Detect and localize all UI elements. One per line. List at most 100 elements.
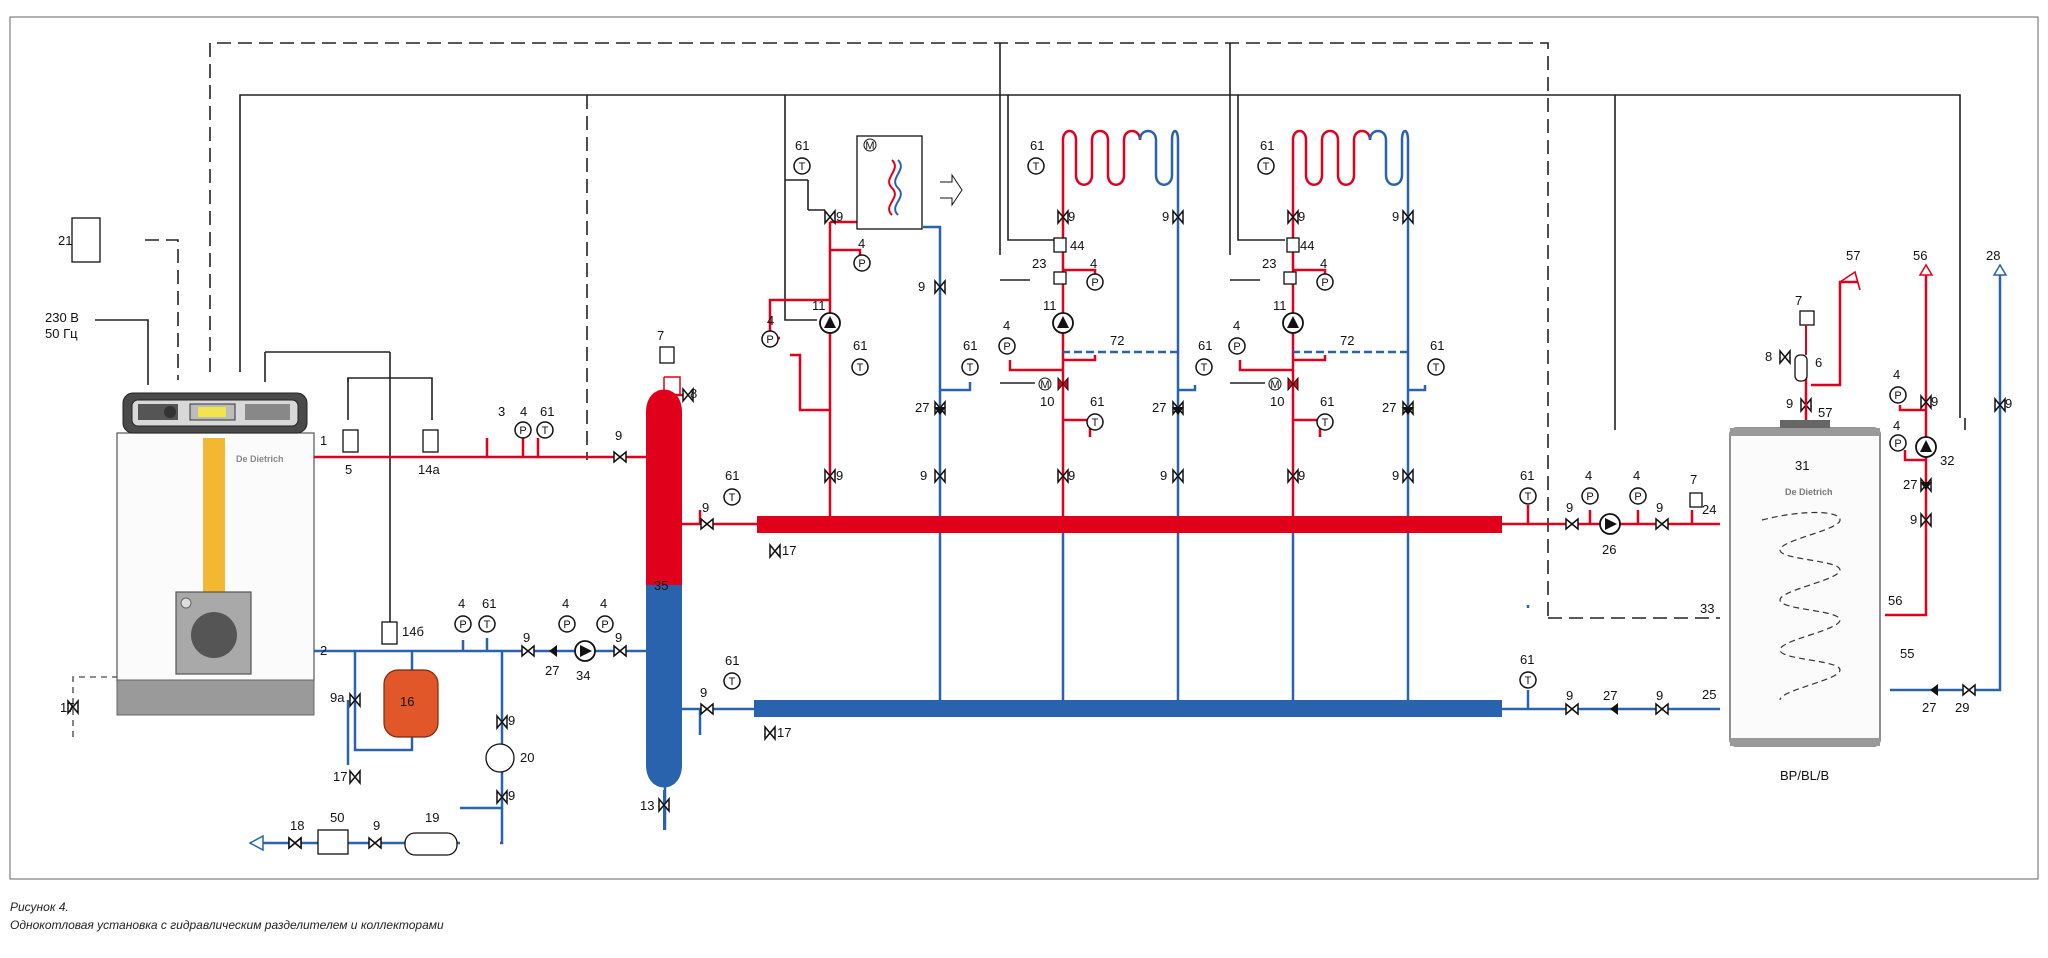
air-vent-tap [1839, 270, 1861, 291]
fill-arrow [248, 834, 264, 852]
svg-text:27: 27 [915, 400, 929, 415]
svg-text:P: P [858, 258, 865, 270]
svg-text:9: 9 [1566, 688, 1573, 703]
boiler-brand: De Dietrich [236, 454, 284, 464]
svg-text:9: 9 [918, 279, 925, 294]
svg-text:61: 61 [1198, 338, 1212, 353]
expansion-vessel [383, 669, 439, 738]
svg-text:20: 20 [520, 750, 534, 765]
number-labels: 21 230 В 50 Гц 1 2 5 14а 3 4 61 9 14б 16… [45, 138, 2012, 833]
svg-text:M: M [1040, 379, 1049, 391]
boiler: De Dietrich [116, 392, 315, 716]
svg-text:P: P [563, 619, 570, 631]
svg-text:8: 8 [1765, 349, 1772, 364]
svg-text:4: 4 [1893, 418, 1900, 433]
svg-text:9: 9 [1068, 468, 1075, 483]
check-valves [549, 407, 1938, 715]
svg-text:24: 24 [1702, 502, 1716, 517]
feed-arrow-28 [1992, 263, 2008, 276]
control-wiring [72, 42, 1966, 740]
svg-text:11: 11 [1273, 298, 1287, 313]
svg-text:17: 17 [60, 700, 74, 715]
svg-text:5: 5 [345, 462, 352, 477]
svg-text:9: 9 [508, 713, 515, 728]
svg-text:T: T [1433, 362, 1440, 374]
svg-text:4: 4 [1320, 256, 1327, 271]
svg-text:9: 9 [615, 630, 622, 645]
svg-text:14б: 14б [402, 624, 424, 639]
svg-text:9: 9 [1068, 209, 1075, 224]
svg-text:P: P [519, 425, 526, 437]
svg-text:P: P [1091, 277, 1098, 289]
svg-text:57: 57 [1818, 405, 1832, 420]
svg-text:4: 4 [1003, 318, 1010, 333]
diagram-border [9, 16, 2039, 880]
svg-text:9: 9 [1162, 209, 1169, 224]
svg-text:9: 9 [1656, 688, 1663, 703]
svg-text:P: P [766, 334, 773, 346]
svg-text:32: 32 [1940, 453, 1954, 468]
svg-text:T: T [799, 161, 806, 173]
svg-text:56: 56 [1913, 248, 1927, 263]
svg-text:10: 10 [1040, 394, 1054, 409]
svg-text:13: 13 [640, 798, 654, 813]
svg-text:56: 56 [1888, 593, 1902, 608]
svg-text:8: 8 [690, 386, 697, 401]
svg-text:57: 57 [1846, 248, 1860, 263]
svg-text:27: 27 [1903, 477, 1917, 492]
svg-text:T: T [1033, 161, 1040, 173]
svg-text:34: 34 [576, 668, 590, 683]
svg-text:9: 9 [700, 685, 707, 700]
svg-text:11: 11 [1043, 298, 1057, 313]
svg-text:31: 31 [1795, 458, 1809, 473]
svg-text:19: 19 [425, 810, 439, 825]
svg-text:61: 61 [795, 138, 809, 153]
svg-text:61: 61 [853, 338, 867, 353]
svg-text:7: 7 [657, 328, 664, 343]
svg-text:9а: 9а [330, 690, 345, 705]
motor-letters: M M [1040, 379, 1279, 391]
hydraulic-separator [620, 376, 682, 830]
svg-text:44: 44 [1300, 238, 1314, 253]
svg-text:35: 35 [654, 578, 668, 593]
svg-text:9: 9 [2005, 396, 2012, 411]
fan-motor-letter: M [865, 140, 874, 152]
svg-text:9: 9 [702, 500, 709, 515]
cold-manifold [754, 700, 1502, 717]
svg-text:T: T [967, 362, 974, 374]
svg-text:61: 61 [963, 338, 977, 353]
svg-text:9: 9 [523, 630, 530, 645]
svg-text:61: 61 [1320, 394, 1334, 409]
svg-text:11: 11 [812, 298, 826, 313]
svg-text:10: 10 [1270, 394, 1284, 409]
svg-text:61: 61 [725, 653, 739, 668]
svg-text:9: 9 [920, 468, 927, 483]
svg-text:T: T [1322, 417, 1329, 429]
figure-number: Рисунок 4. [10, 900, 69, 914]
svg-text:4: 4 [1585, 468, 1592, 483]
cold-pipes [250, 129, 2002, 845]
svg-text:25: 25 [1702, 687, 1716, 702]
svg-text:4: 4 [600, 596, 607, 611]
svg-text:4: 4 [767, 313, 774, 328]
svg-text:9: 9 [1160, 468, 1167, 483]
svg-text:23: 23 [1032, 256, 1046, 271]
svg-text:61: 61 [725, 468, 739, 483]
svg-text:21: 21 [58, 233, 72, 248]
svg-text:17: 17 [333, 769, 347, 784]
svg-text:P: P [1003, 341, 1010, 353]
svg-text:P: P [1233, 341, 1240, 353]
svg-text:T: T [1201, 362, 1208, 374]
svg-text:27: 27 [545, 663, 559, 678]
svg-text:61: 61 [1430, 338, 1444, 353]
svg-text:1: 1 [320, 433, 327, 448]
svg-text:P: P [1586, 491, 1593, 503]
svg-text:4: 4 [520, 404, 527, 419]
svg-text:T: T [1525, 491, 1532, 503]
svg-text:P: P [601, 619, 608, 631]
svg-text:4: 4 [1233, 318, 1240, 333]
svg-text:61: 61 [482, 596, 496, 611]
svg-text:T: T [1525, 675, 1532, 687]
svg-text:29: 29 [1955, 700, 1969, 715]
svg-text:7: 7 [1795, 293, 1802, 308]
